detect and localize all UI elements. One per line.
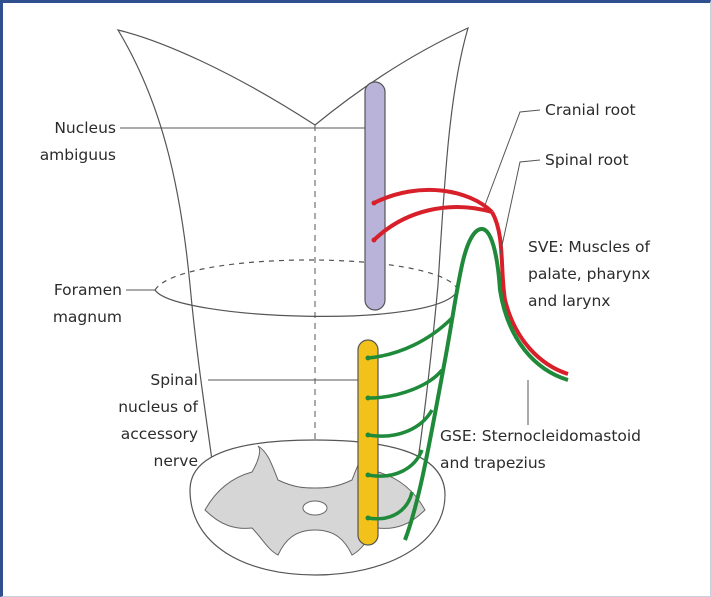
label-spinal-root: Spinal root — [545, 151, 629, 169]
fibre-origin-dot — [366, 516, 371, 521]
label-gse-line2: and trapezius — [440, 454, 546, 472]
label-sve-line3: and larynx — [528, 292, 610, 310]
fibre-origin-dot — [372, 201, 377, 206]
label-foramen-magnum-line2: magnum — [53, 308, 122, 326]
fibre-origin-dot — [366, 433, 371, 438]
label-spinal-nucleus-line1: Spinal — [150, 371, 198, 389]
foramen-magnum-back — [155, 260, 458, 290]
label-sve-line1: SVE: Muscles of — [528, 238, 651, 256]
leader-cranial-root — [485, 110, 540, 205]
label-spinal-nucleus-line4: nerve — [154, 452, 198, 470]
fibre-origin-dot — [372, 238, 377, 243]
spinal-nucleus-of-accessory-nerve — [358, 340, 378, 545]
fibre-origin-dot — [366, 473, 371, 478]
label-sve-line2: palate, pharynx — [528, 265, 650, 283]
label-spinal-nucleus-line2: nucleus of — [118, 398, 198, 416]
label-nucleus-ambiguus-line2: ambiguus — [40, 146, 116, 164]
foramen-magnum-front — [155, 290, 458, 316]
label-nucleus-ambiguus-line1: Nucleus — [54, 119, 116, 137]
spinal-rootlet-2 — [368, 370, 442, 398]
fibre-origin-dot — [366, 356, 371, 361]
spinal-rootlet-1 — [368, 318, 452, 358]
label-gse-line1: GSE: Sternocleidomastoid — [440, 427, 641, 445]
label-foramen-magnum-line1: Foramen — [54, 281, 122, 299]
brainstem-outline — [118, 28, 468, 460]
label-spinal-nucleus-line3: accessory — [121, 425, 198, 443]
central-canal — [303, 501, 327, 515]
nucleus-ambiguus — [365, 82, 385, 310]
fibre-origin-dot — [366, 396, 371, 401]
label-cranial-root: Cranial root — [545, 101, 636, 119]
